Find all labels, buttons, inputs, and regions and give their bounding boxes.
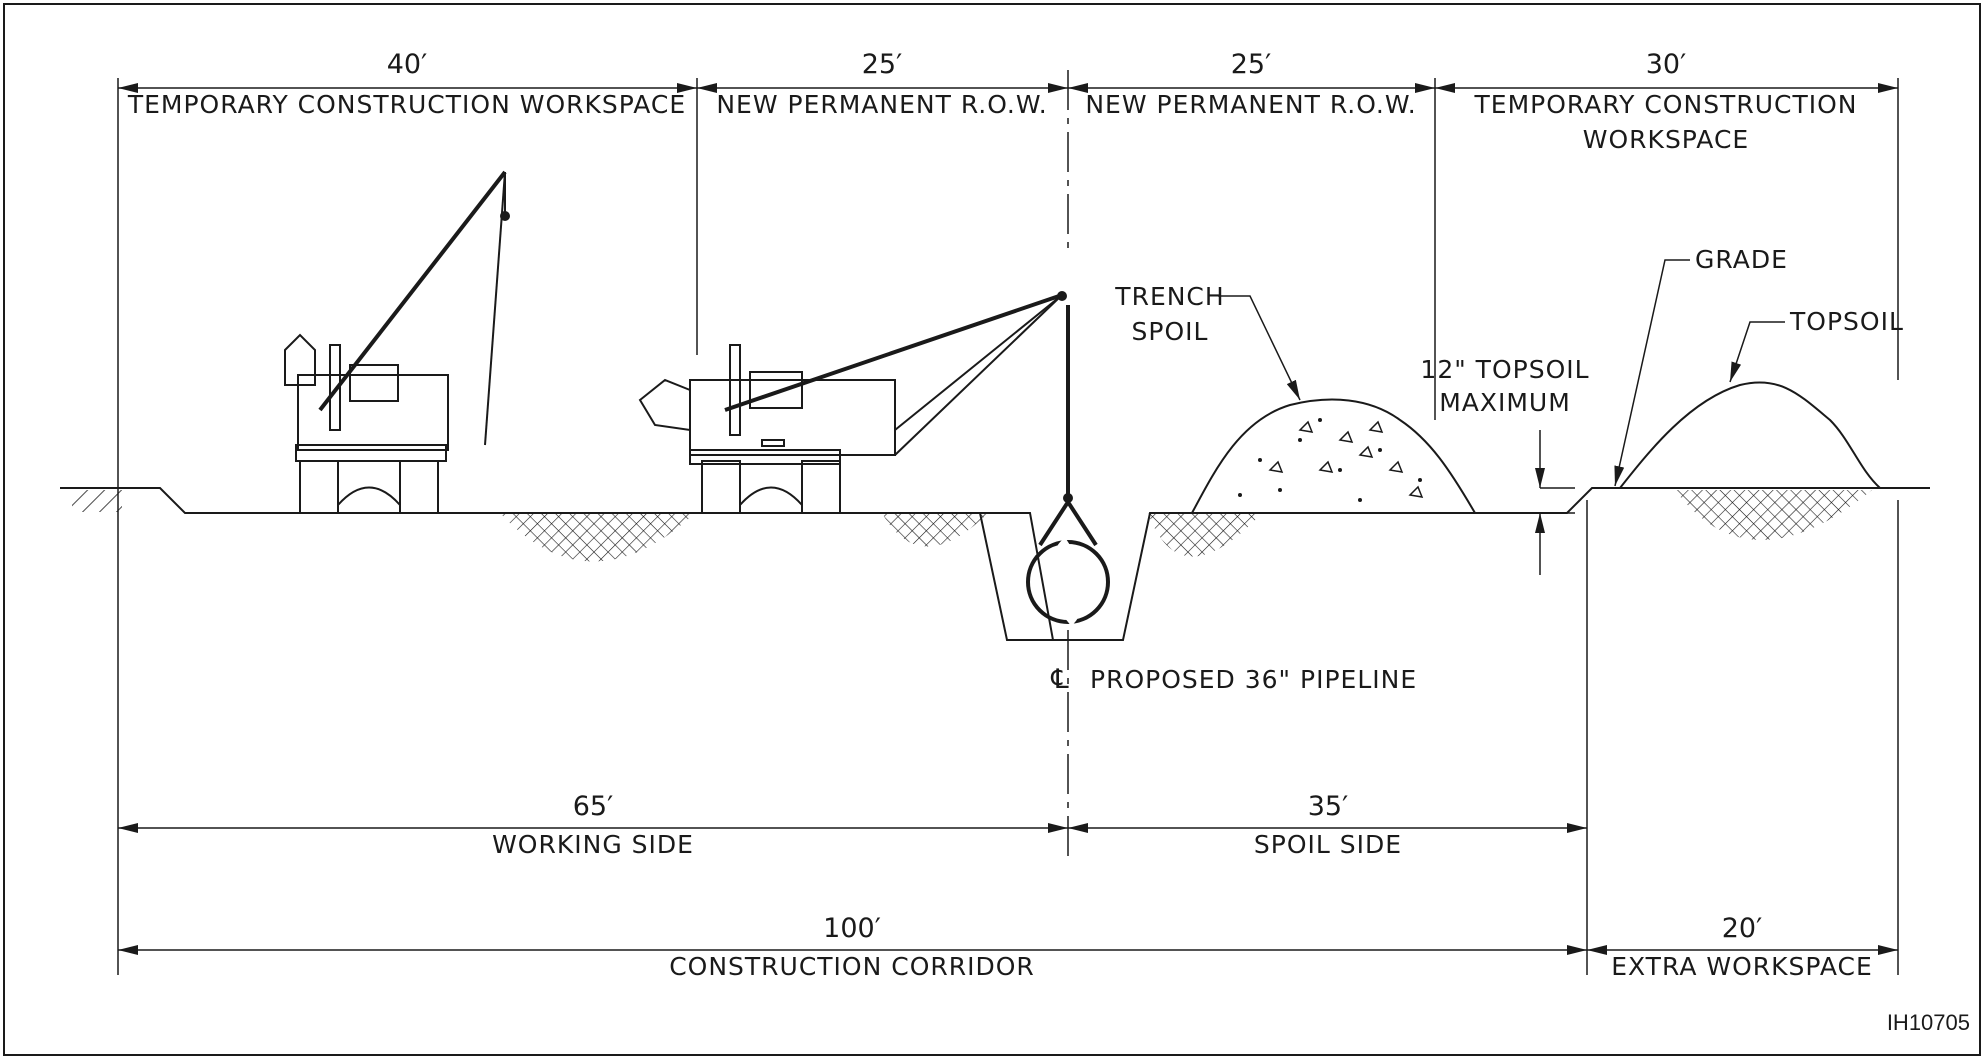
label-new-row-first: NEW PERMANENT R.O.W. bbox=[716, 90, 1047, 119]
dim-25-second: 25′ bbox=[1231, 49, 1272, 80]
figure-id: IH10705 bbox=[1887, 1010, 1970, 1035]
topsoil-pile bbox=[1617, 381, 1883, 489]
label-new-row-second: NEW PERMANENT R.O.W. bbox=[1085, 90, 1416, 119]
label-temp-workspace-left: TEMPORARY CONSTRUCTION WORKSPACE bbox=[127, 90, 686, 119]
leader-trench-spoil bbox=[1218, 295, 1301, 401]
top-dimension-row: 40′ TEMPORARY CONSTRUCTION WORKSPACE 25′… bbox=[118, 49, 1898, 154]
pipeline-pipe bbox=[1026, 305, 1110, 626]
sideboom-tractor-left bbox=[284, 170, 510, 514]
callout-pipeline: PROPOSED 36" PIPELINE bbox=[1090, 665, 1417, 694]
label-construction-corridor: CONSTRUCTION CORRIDOR bbox=[669, 952, 1035, 981]
leader-grade bbox=[1614, 259, 1690, 487]
callout-trench-spoil-1: TRENCH bbox=[1114, 282, 1224, 311]
ground-profile bbox=[60, 487, 1930, 641]
callout-topsoil: TOPSOIL bbox=[1789, 307, 1904, 336]
label-spoil-side: SPOIL SIDE bbox=[1254, 830, 1402, 859]
label-temp-workspace-right-1: TEMPORARY CONSTRUCTION bbox=[1474, 90, 1858, 119]
dim-25-first: 25′ bbox=[862, 49, 903, 80]
callouts: TRENCH SPOIL GRADE TOPSOIL 12" TOPSOIL M… bbox=[1050, 245, 1904, 695]
dim-35: 35′ bbox=[1308, 791, 1349, 822]
callout-topsoil-max-2: MAXIMUM bbox=[1439, 388, 1571, 417]
bottom-dimension-row: 100′ CONSTRUCTION CORRIDOR 20′ EXTRA WOR… bbox=[118, 913, 1898, 981]
label-temp-workspace-right-2: WORKSPACE bbox=[1583, 125, 1749, 154]
label-working-side: WORKING SIDE bbox=[492, 830, 694, 859]
extension-lines bbox=[117, 70, 1899, 975]
middle-dimension-row: 65′ WORKING SIDE 35′ SPOIL SIDE bbox=[118, 791, 1587, 859]
leader-topsoil bbox=[1729, 321, 1785, 383]
dim-40: 40′ bbox=[387, 49, 428, 80]
dim-100: 100′ bbox=[823, 913, 881, 944]
sideboom-tractor-right bbox=[638, 291, 1067, 514]
label-extra-workspace: EXTRA WORKSPACE bbox=[1611, 952, 1873, 981]
trench-spoil-pile bbox=[1190, 398, 1477, 514]
callout-grade: GRADE bbox=[1695, 245, 1788, 274]
left-edge-hatch bbox=[72, 490, 122, 512]
dim-65: 65′ bbox=[573, 791, 614, 822]
outer-frame bbox=[3, 3, 1981, 1056]
callout-trench-spoil-2: SPOIL bbox=[1132, 317, 1209, 346]
centerline-symbol: ℄ bbox=[1050, 664, 1069, 695]
dim-30: 30′ bbox=[1646, 49, 1687, 80]
dim-20: 20′ bbox=[1722, 913, 1763, 944]
subsoil-areas bbox=[500, 490, 1872, 562]
callout-topsoil-max-1: 12" TOPSOIL bbox=[1420, 355, 1589, 384]
